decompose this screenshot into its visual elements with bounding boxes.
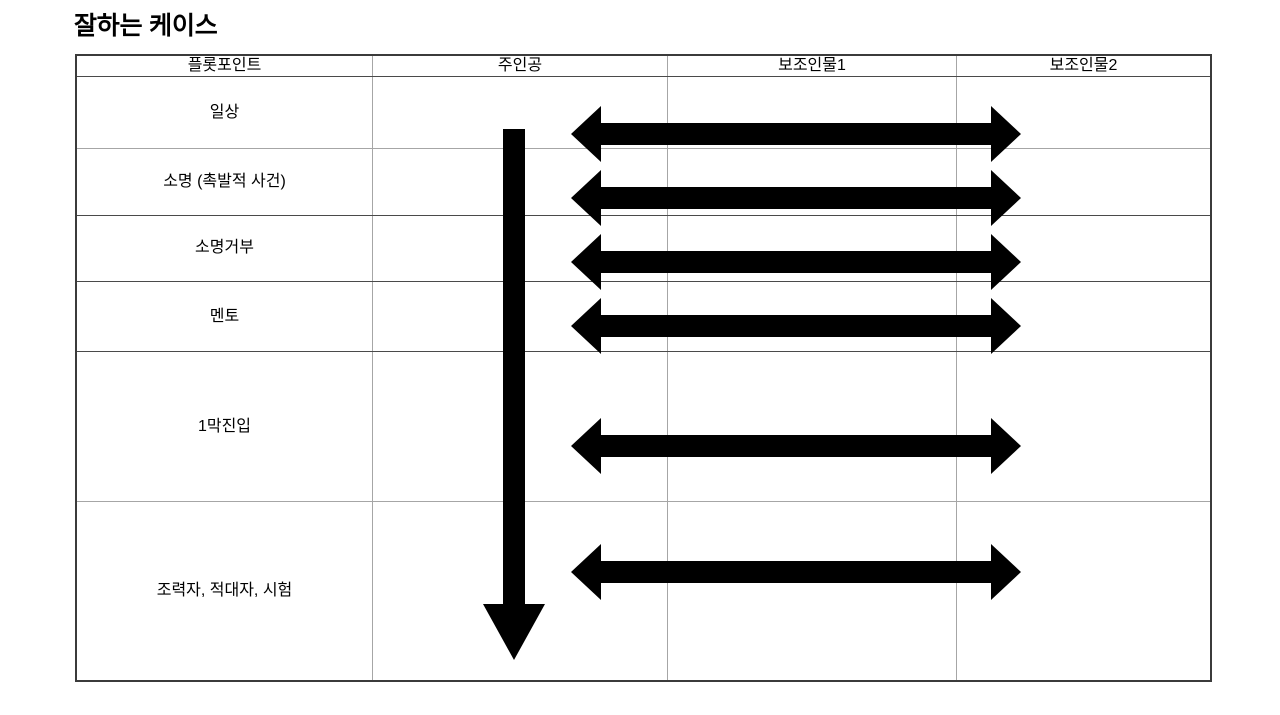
cell-protagonist [372, 501, 668, 683]
table-row: 조력자, 적대자, 시험 [75, 501, 1212, 683]
cell-supporting-2 [956, 351, 1212, 503]
table-row: 멘토 [75, 280, 1212, 353]
cell-protagonist [372, 351, 668, 503]
page-title: 잘하는 케이스 [74, 12, 218, 40]
table-row: 일상 [75, 75, 1212, 150]
cell-supporting-2 [956, 75, 1212, 150]
cell-protagonist [372, 148, 668, 216]
cell-supporting-2 [956, 280, 1212, 353]
row-label-cell: 소명 (촉발적 사건) [75, 148, 373, 216]
table-row: 1막진입 [75, 351, 1212, 503]
row-label-cell: 멘토 [75, 280, 373, 353]
cell-supporting-1 [667, 351, 957, 503]
cell-protagonist [372, 75, 668, 150]
cell-supporting-2 [956, 501, 1212, 683]
table-header-row: 플롯포인트 주인공 보조인물1 보조인물2 [75, 54, 1212, 77]
row-label-cell: 1막진입 [75, 351, 373, 503]
cell-protagonist [372, 214, 668, 282]
column-header-protagonist: 주인공 [372, 54, 668, 77]
cell-protagonist [372, 280, 668, 353]
table-row: 소명거부 [75, 214, 1212, 282]
cell-supporting-1 [667, 148, 957, 216]
table-row: 소명 (촉발적 사건) [75, 148, 1212, 216]
cell-supporting-1 [667, 501, 957, 683]
column-header-supporting-1: 보조인물1 [667, 54, 957, 77]
cell-supporting-2 [956, 148, 1212, 216]
cell-supporting-1 [667, 280, 957, 353]
plot-point-matrix-table: 플롯포인트 주인공 보조인물1 보조인물2 일상 소명 (촉발적 사건) [75, 54, 1212, 683]
row-label-cell: 소명거부 [75, 214, 373, 282]
row-label-cell: 조력자, 적대자, 시험 [75, 501, 373, 683]
cell-supporting-2 [956, 214, 1212, 282]
column-header-plot-point: 플롯포인트 [75, 54, 373, 77]
cell-supporting-1 [667, 214, 957, 282]
row-label-cell: 일상 [75, 75, 373, 150]
column-header-supporting-2: 보조인물2 [956, 54, 1212, 77]
cell-supporting-1 [667, 75, 957, 150]
